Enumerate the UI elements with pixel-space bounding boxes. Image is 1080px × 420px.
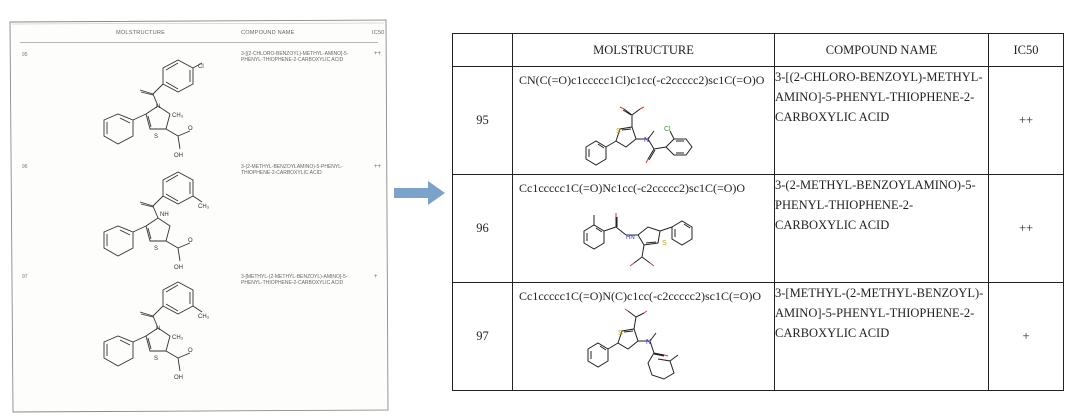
scan-row-name: 3-[(2-CHLORO-BENZOYL)-METHYL-AMINO]-5-PH… bbox=[241, 51, 349, 64]
row-molstructure: Cc1ccccc1C(=O)Nc1cc(-c2ccccc2)sc1C(=O)O bbox=[512, 174, 775, 283]
scan-label-oh: OH bbox=[174, 265, 183, 271]
row-index: 97 bbox=[452, 282, 513, 391]
scan-label-n: N bbox=[156, 326, 160, 332]
atom-sulfur: S bbox=[662, 240, 667, 247]
header-molstructure: MOLSTRUCTURE bbox=[512, 33, 775, 67]
atom-nitrogen: N bbox=[644, 137, 649, 144]
table-header-row: MOLSTRUCTURE COMPOUND NAME IC50 bbox=[452, 33, 1064, 67]
header-index bbox=[452, 33, 513, 67]
atom-sulfur: S bbox=[616, 128, 621, 135]
table-row: 96 Cc1ccccc1C(=O)Nc1cc(-c2ccccc2)sc1C(=O… bbox=[452, 174, 1064, 283]
paper-sheet bbox=[9, 19, 389, 413]
scan-label-halo: CH₃ bbox=[198, 204, 210, 210]
atom-nitrogen: HN bbox=[626, 235, 635, 241]
row-index: 96 bbox=[452, 174, 513, 283]
scan-label-halo: CH₃ bbox=[198, 314, 210, 320]
row-molstructure: CN(C(=O)c1ccccc1Cl)c1cc(-c2ccccc2)sc1C(=… bbox=[512, 66, 775, 175]
scan-label-oh: OH bbox=[174, 153, 183, 159]
scan-label-n: NH bbox=[160, 212, 169, 218]
scan-label-nsub: CH₃ bbox=[172, 335, 184, 341]
scan-row-index: 97 bbox=[22, 274, 28, 280]
scan-label-oh: OH bbox=[174, 375, 183, 381]
table-row: 97 Cc1ccccc1C(=O)N(C)c1cc(-c2ccccc2)sc1C… bbox=[452, 282, 1064, 391]
scan-row-ic50: + bbox=[374, 274, 378, 280]
row-compound-name: 3-(2-METHYL-BENZOYLAMINO)-5-PHENYL-THIOP… bbox=[774, 174, 989, 283]
scan-structure-97: CH₃ N CH₃ S O OH bbox=[103, 281, 210, 381]
header-ic50: IC50 bbox=[988, 33, 1064, 67]
scan-label-s: S bbox=[154, 134, 158, 140]
atom-nitrogen: N bbox=[646, 339, 651, 346]
scan-header-compound-name: COMPOUND NAME bbox=[241, 30, 295, 36]
results-table: MOLSTRUCTURE COMPOUND NAME IC50 95 CN(C(… bbox=[452, 33, 1064, 391]
scan-label-o: O bbox=[188, 348, 193, 354]
scan-row-name: 3-(2-METHYL-BENZOYLAMINO)-5-PHENYL-THIOP… bbox=[241, 164, 343, 177]
row-index: 95 bbox=[452, 66, 513, 175]
scan-row-ic50: ++ bbox=[374, 164, 382, 170]
scan-structure-96: CH₃ NH S O OH bbox=[103, 171, 210, 271]
row-ic50: ++ bbox=[988, 66, 1064, 175]
scan-label-nsub: CH₃ bbox=[172, 113, 184, 119]
scan-header-rule bbox=[20, 42, 378, 43]
atom-chlorine: Cl bbox=[664, 126, 671, 133]
header-compound-name: COMPOUND NAME bbox=[774, 33, 989, 67]
scanned-patent-page: MOLSTRUCTURE COMPOUND NAME IC50 95 3-[(2… bbox=[8, 18, 390, 414]
scan-row-name: 3-[METHYL-(2-METHYL-BENZOYL)-AMINO]-5-PH… bbox=[241, 274, 348, 287]
row-ic50: ++ bbox=[988, 174, 1064, 283]
structure-97: S N bbox=[587, 308, 678, 380]
scan-row-ic50: ++ bbox=[374, 51, 382, 57]
right-arrow-icon bbox=[394, 181, 445, 205]
scan-structure-95: Cl N CH₃ S O OH bbox=[103, 59, 204, 159]
row-molstructure: Cc1ccccc1C(=O)N(C)c1cc(-c2ccccc2)sc1C(=O… bbox=[512, 282, 775, 391]
scan-label-s: S bbox=[154, 356, 158, 362]
row-smiles: CN(C(=O)c1ccccc1Cl)c1cc(-c2ccccc2)sc1C(=… bbox=[519, 73, 765, 87]
scan-header-ic50: IC50 bbox=[372, 30, 385, 36]
structure-95: S N Cl bbox=[585, 106, 693, 166]
row-ic50: + bbox=[988, 282, 1064, 391]
scan-label-halo: Cl bbox=[198, 64, 204, 70]
row-compound-name: 3-[METHYL-(2-METHYL-BENZOYL)-AMINO]-5-PH… bbox=[774, 282, 989, 391]
structure-96: HN S bbox=[583, 213, 692, 267]
scan-row-index: 96 bbox=[22, 164, 28, 170]
scan-label-o: O bbox=[188, 238, 193, 244]
scan-label-o: O bbox=[188, 126, 193, 132]
scan-header-molstructure: MOLSTRUCTURE bbox=[116, 30, 166, 36]
scan-label-n: N bbox=[156, 104, 160, 110]
atom-sulfur: S bbox=[618, 330, 623, 337]
table-row: 95 CN(C(=O)c1ccccc1Cl)c1cc(-c2ccccc2)sc1… bbox=[452, 66, 1064, 175]
scan-row-index: 95 bbox=[22, 52, 28, 58]
row-smiles: Cc1ccccc1C(=O)Nc1cc(-c2ccccc2)sc1C(=O)O bbox=[519, 181, 746, 195]
row-compound-name: 3-[(2-CHLORO-BENZOYL)-METHYL-AMINO]-5-PH… bbox=[774, 66, 989, 175]
scan-label-s: S bbox=[154, 246, 158, 252]
row-smiles: Cc1ccccc1C(=O)N(C)c1cc(-c2ccccc2)sc1C(=O… bbox=[519, 289, 762, 303]
